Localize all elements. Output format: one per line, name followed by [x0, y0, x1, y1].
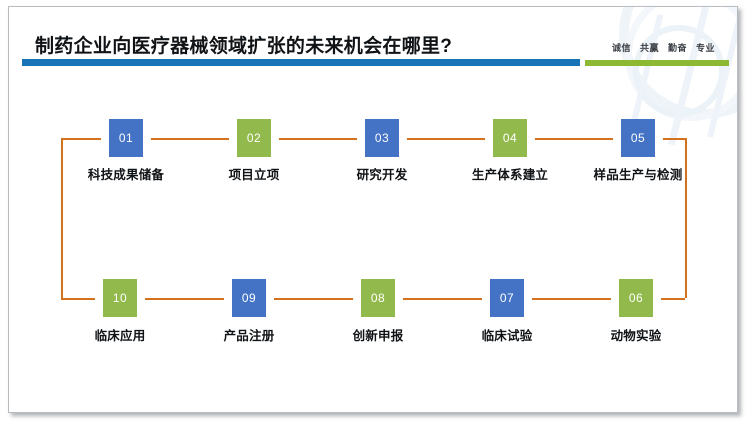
flow-node-label-10: 临床应用	[94, 329, 146, 343]
left-wrap-vertical-segment	[61, 138, 63, 298]
tagline-word-2: 共赢	[639, 43, 659, 53]
left-wrap-bottom-segment	[61, 298, 95, 300]
top-connector-4	[535, 138, 613, 140]
tagline-word-4: 专业	[695, 43, 715, 53]
flow-node-09[interactable]: 09	[232, 279, 266, 317]
flow-node-08[interactable]: 08	[361, 279, 395, 317]
flow-node-label-05: 样品生产与检测	[593, 168, 683, 182]
flow-node-label-06: 动物实验	[610, 329, 662, 343]
slide-canvas: 制药企业向医疗器械领域扩张的未来机会在哪里? 诚信共赢勤奋专业 01 科技成果储备…	[8, 6, 738, 413]
top-connector-3	[407, 138, 485, 140]
flow-node-label-09: 产品注册	[223, 329, 275, 343]
process-flow-diagram: 01 科技成果储备 02 项目立项 03 研究开发 04 生产体系建立 05 样品生产与检测 10 临…	[9, 7, 737, 412]
flow-node-label-03: 研究开发	[356, 168, 408, 182]
title-rule-blue	[22, 59, 580, 66]
bottom-connector-2	[274, 298, 353, 300]
tagline: 诚信共赢勤奋专业	[612, 41, 715, 54]
right-wrap-top-segment	[663, 138, 685, 140]
tagline-word-3: 勤奋	[667, 43, 687, 53]
title-rule-green	[585, 60, 729, 66]
top-connector-2	[279, 138, 357, 140]
flow-node-label-04: 生产体系建立	[471, 168, 549, 182]
flow-node-10[interactable]: 10	[103, 279, 137, 317]
right-wrap-vertical-segment	[685, 138, 687, 298]
flow-node-03[interactable]: 03	[365, 119, 399, 157]
flow-node-label-01: 科技成果储备	[87, 168, 165, 182]
flow-node-07[interactable]: 07	[490, 279, 524, 317]
bottom-connector-3	[403, 298, 482, 300]
tagline-word-1: 诚信	[611, 43, 631, 53]
flow-node-04[interactable]: 04	[493, 119, 527, 157]
flow-node-label-07: 临床试验	[481, 329, 533, 343]
flow-node-06[interactable]: 06	[619, 279, 653, 317]
flow-node-label-02: 项目立项	[228, 168, 280, 182]
flow-node-label-08: 创新申报	[352, 329, 404, 343]
bottom-connector-1	[145, 298, 224, 300]
flow-node-05[interactable]: 05	[621, 119, 655, 157]
page-title: 制药企业向医疗器械领域扩张的未来机会在哪里?	[35, 36, 453, 57]
right-wrap-bottom-segment	[661, 298, 685, 300]
top-connector-1	[151, 138, 229, 140]
bottom-connector-4	[532, 298, 611, 300]
flow-node-02[interactable]: 02	[237, 119, 271, 157]
flow-node-01[interactable]: 01	[109, 119, 143, 157]
left-wrap-top-segment	[61, 138, 101, 140]
